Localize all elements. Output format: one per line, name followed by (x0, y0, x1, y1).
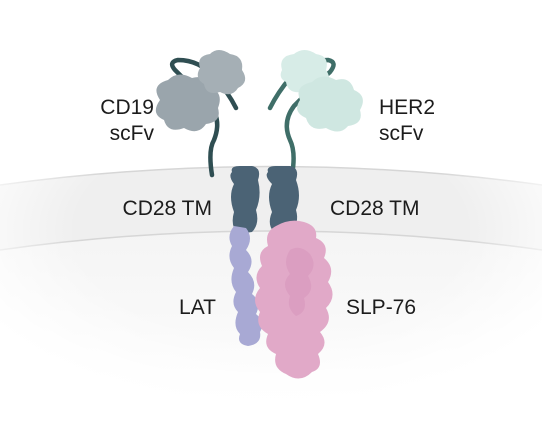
cd19-scfv-label: scFv (109, 122, 154, 145)
lat-domain (229, 226, 263, 346)
cd19-scfv-domain-upper (197, 50, 246, 95)
her2-scfv-label: scFv (379, 122, 424, 145)
cd28-tm-right-label: CD28 TM (330, 197, 420, 220)
her2-label: HER2 (379, 96, 436, 119)
her2-scfv-domain-lower (297, 76, 363, 132)
cd19-label: CD19 (100, 96, 154, 119)
slp76-label: SLP-76 (346, 296, 417, 319)
cd19-scfv-domain-lower (155, 74, 220, 132)
cd28-tm-left (230, 166, 260, 234)
cd28-tm-left-label: CD28 TM (122, 197, 212, 220)
cd28-tm-right (266, 166, 299, 234)
slp76-domain-shade (285, 247, 314, 316)
lat-label: LAT (179, 296, 216, 319)
